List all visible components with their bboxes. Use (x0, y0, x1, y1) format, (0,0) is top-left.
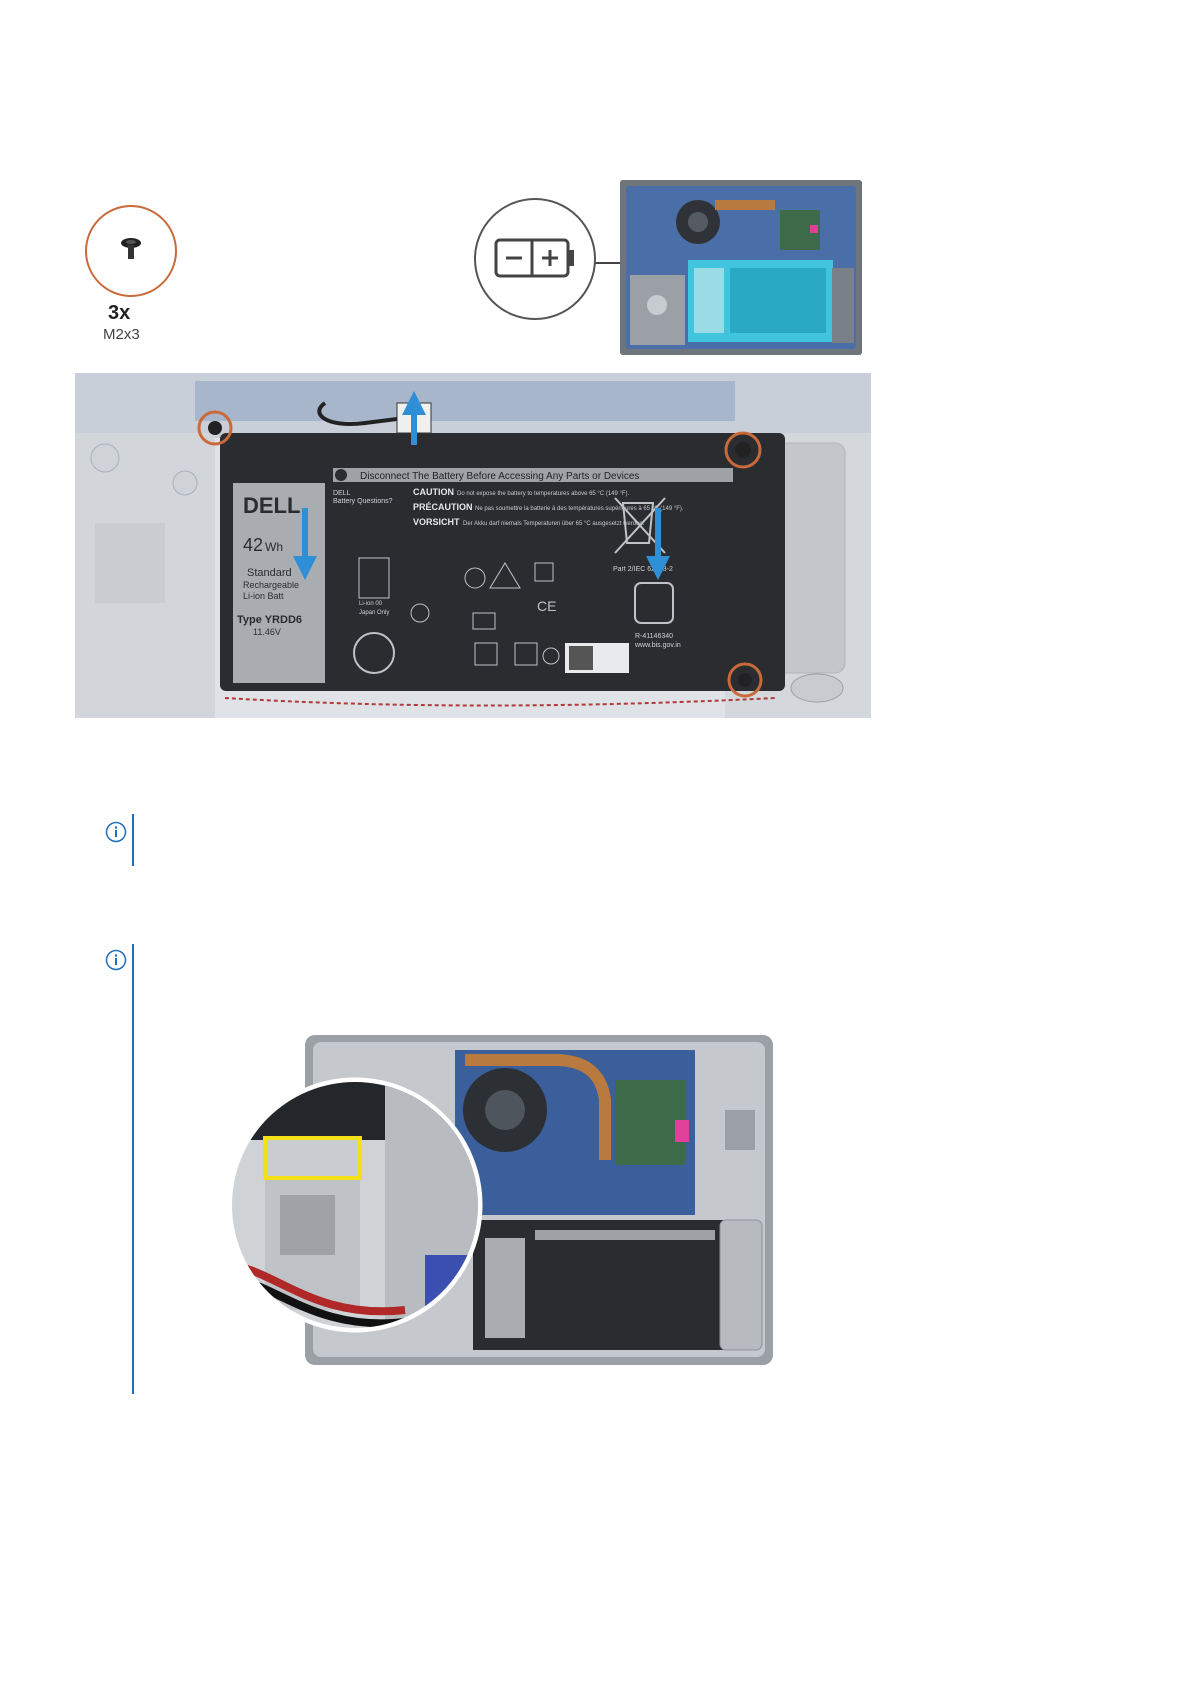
screw-quantity: 3x (108, 302, 131, 324)
info-icon (105, 949, 127, 971)
battery-icon (494, 238, 574, 278)
battery-li-ion: Li-ion Batt (243, 591, 284, 601)
battery-questions-1: DELL (333, 490, 351, 497)
japan-only: Japan Only (359, 610, 389, 616)
battery-standard: Standard (247, 567, 292, 579)
note-bar (132, 814, 134, 866)
screw-callout (85, 205, 177, 297)
screw-size: M2x3 (103, 326, 140, 343)
vorsicht-head: VORSICHT (413, 517, 460, 527)
li-ion-00: Li-ion 00 (359, 601, 383, 607)
precaution-head: PRÉCAUTION (413, 502, 473, 512)
screw-location-1 (197, 410, 233, 446)
battery-capacity-number: 42 (243, 535, 263, 555)
iec-text: Part 2/IEC 62133-2 (613, 566, 673, 573)
battery-capacity-unit: Wh (265, 540, 283, 554)
bis-url: www.bis.gov.in (634, 642, 681, 649)
caution-text: Do not expose the battery to temperature… (457, 491, 630, 497)
laptop-overview-photo (620, 180, 862, 355)
r-number: R-41146340 (635, 633, 673, 640)
battery-banner: Disconnect The Battery Before Accessing … (360, 471, 639, 482)
battery-callout (474, 198, 596, 320)
battery-brand: DELL (243, 493, 300, 518)
info-icon (105, 821, 127, 843)
vorsicht-text: Der Akku darf niemals Temperaturen über … (463, 521, 645, 527)
battery-questions-2: Battery Questions? (333, 498, 393, 505)
battery-removal-photo: Disconnect The Battery Before Accessing … (75, 373, 871, 718)
screw-location-2 (724, 431, 762, 469)
screw-icon (121, 238, 141, 259)
battery-rechargeable: Rechargeable (243, 580, 299, 590)
battery-type: Type YRDD6 (237, 614, 302, 626)
precaution-text: Ne pas soumettre la batterie à des tempé… (475, 506, 684, 512)
screw-location-3 (727, 662, 763, 698)
caution-head: CAUTION (413, 487, 454, 497)
svg-text:CE: CE (537, 598, 556, 614)
battery-cable-routing-photo (205, 1020, 775, 1382)
battery-voltage: 11.46V (253, 627, 281, 637)
note-bar (132, 944, 134, 1394)
